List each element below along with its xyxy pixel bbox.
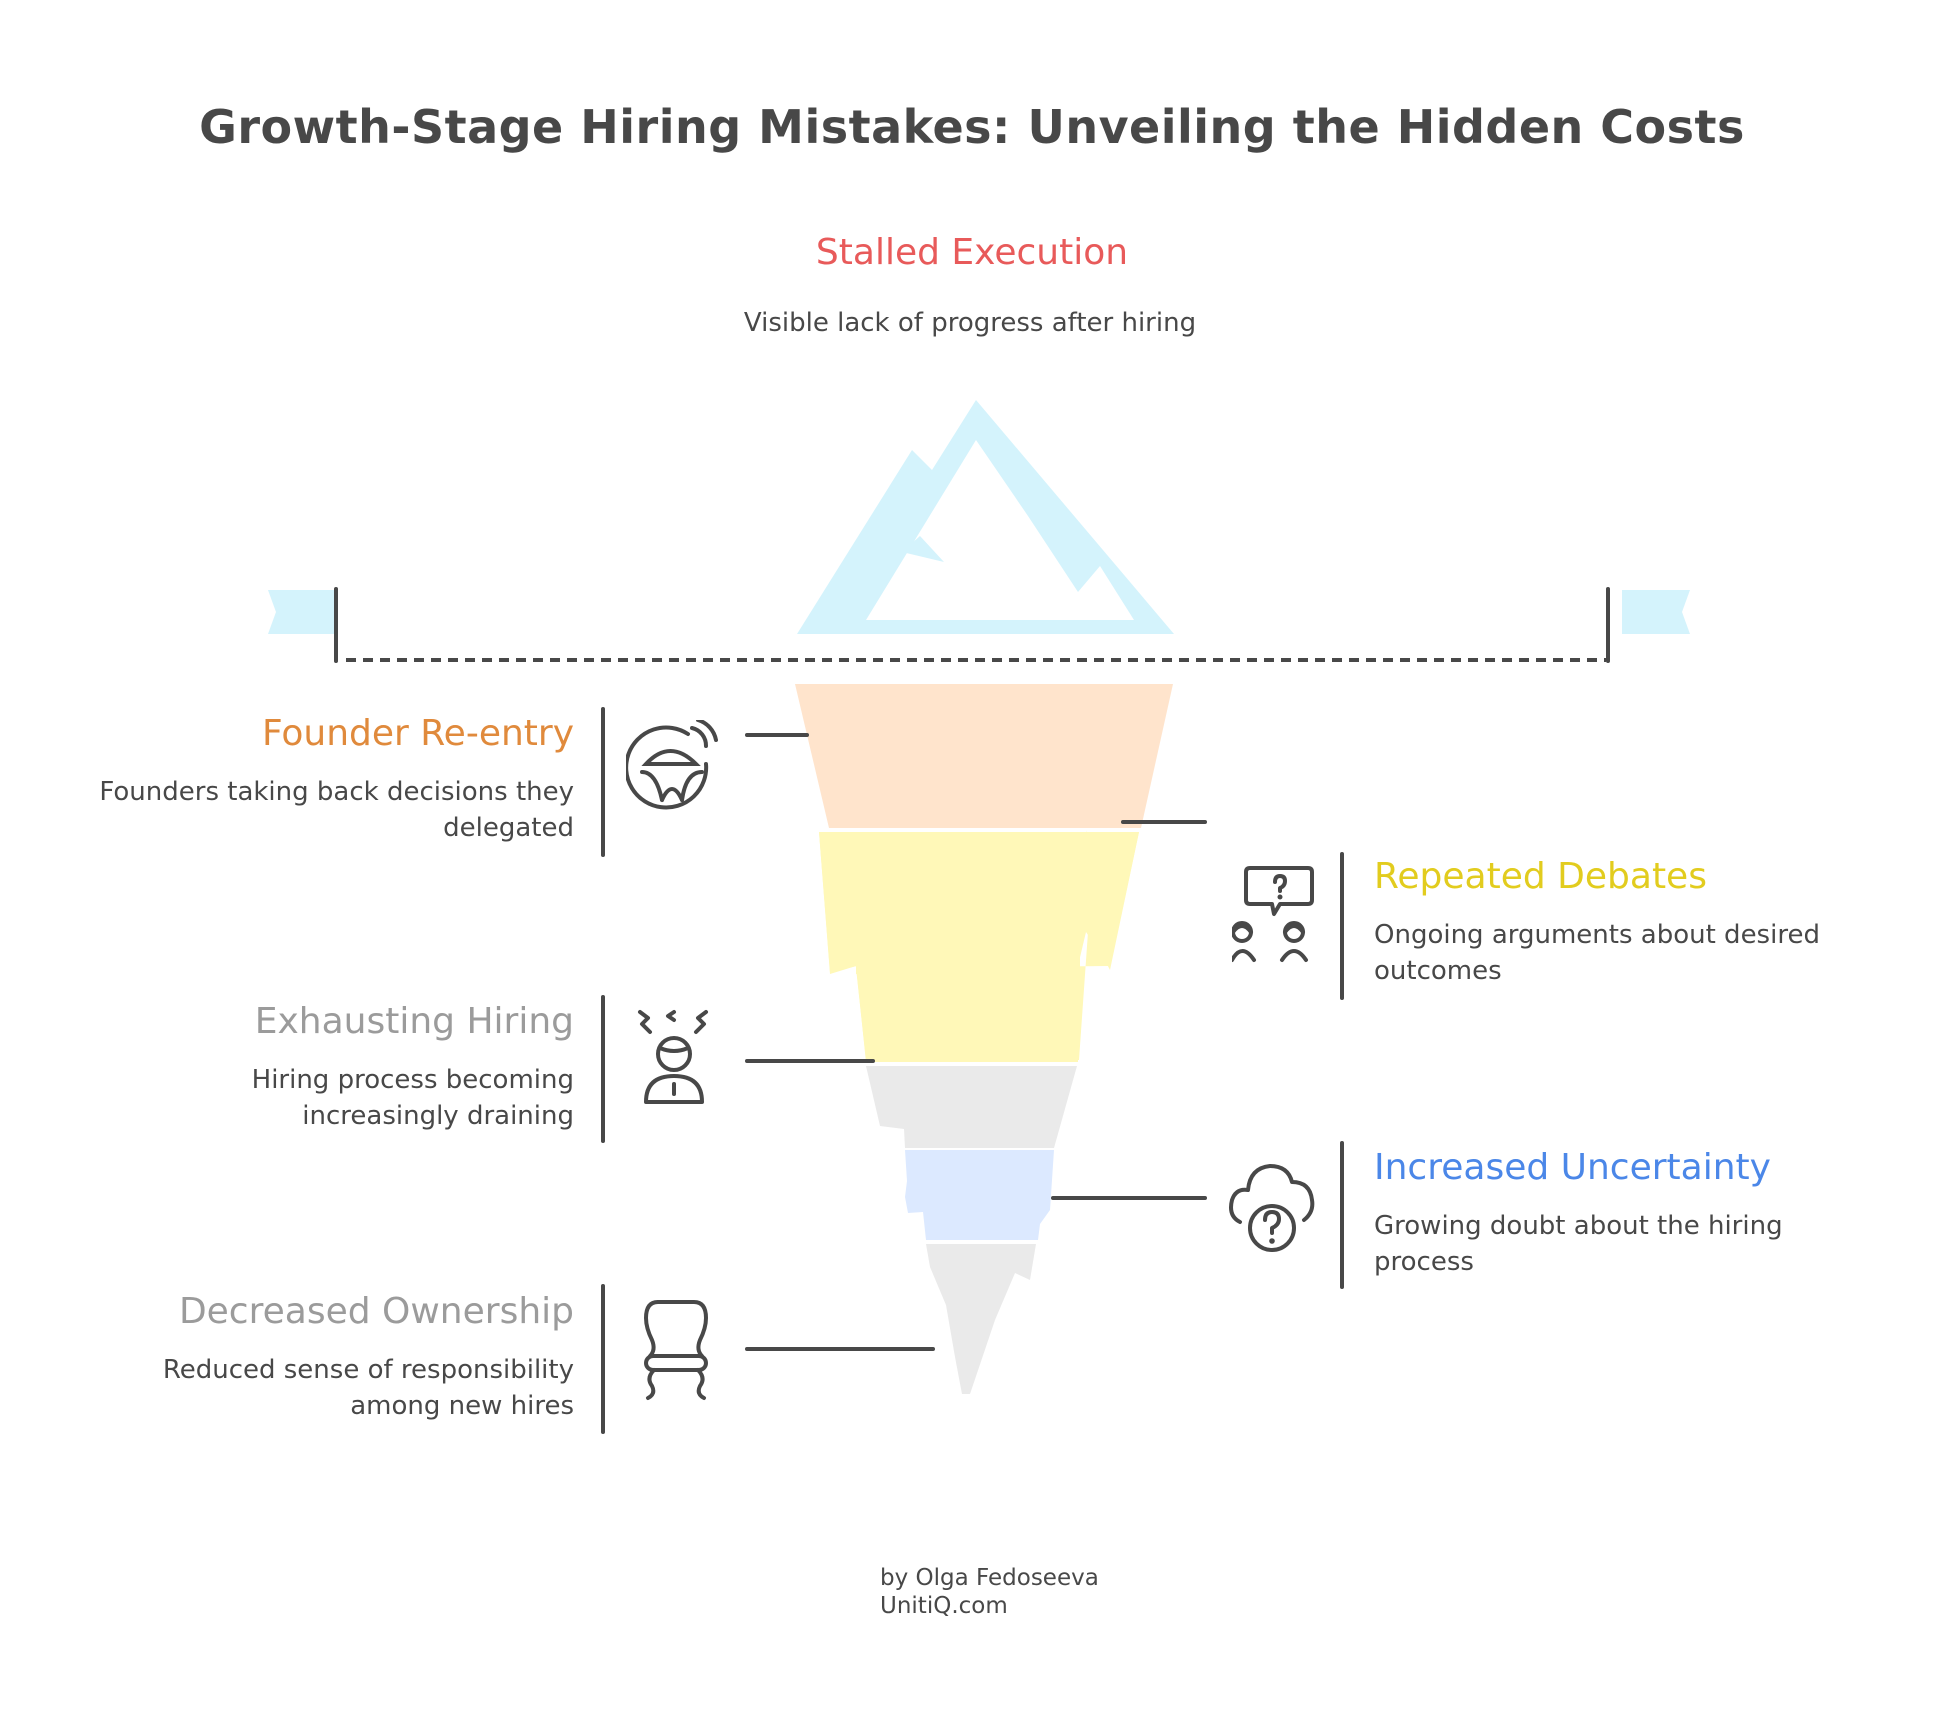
label-decreased-ownership: Decreased Ownership Reduced sense of res… xyxy=(94,1290,574,1424)
divider xyxy=(601,707,605,857)
label-increased-uncertainty: Increased Uncertainty Growing doubt abou… xyxy=(1374,1146,1854,1280)
divider xyxy=(1340,852,1344,1000)
cloud-question-icon xyxy=(1229,1164,1315,1252)
stressed-person-icon xyxy=(638,1010,708,1104)
layer-founder-reentry xyxy=(795,684,1173,828)
tip-description: Visible lack of progress after hiring xyxy=(743,308,1197,338)
layer-description: Founders taking back decisions they dele… xyxy=(99,777,574,843)
layer-decreased-ownership xyxy=(926,1244,1036,1394)
divider xyxy=(601,1284,605,1434)
layer-exhausting-hiring xyxy=(866,1066,1077,1148)
layer-description: Growing doubt about the hiring process xyxy=(1374,1211,1783,1277)
layer-heading: Founder Re-entry xyxy=(261,713,574,754)
layer-description: Ongoing arguments about desired outcomes xyxy=(1374,920,1820,986)
debate-people-icon xyxy=(1232,866,1314,962)
divider xyxy=(1340,1141,1344,1289)
footer-author: by Olga Fedoseeva xyxy=(880,1565,1099,1591)
layer-heading: Increased Uncertainty xyxy=(1374,1147,1771,1188)
divider xyxy=(601,995,605,1143)
layer-description: Reduced sense of responsibility among ne… xyxy=(162,1355,574,1421)
iceberg-tip-shape xyxy=(797,400,1174,634)
steering-wheel-icon xyxy=(626,720,718,810)
footer-site: UnitiQ.com xyxy=(880,1593,1008,1619)
layer-description: Hiring process becoming increasingly dra… xyxy=(251,1065,574,1131)
diagram-title: Growth-Stage Hiring Mistakes: Unveiling … xyxy=(199,100,1745,154)
label-repeated-debates: Repeated Debates Ongoing arguments about… xyxy=(1374,855,1854,989)
layer-heading: Exhausting Hiring xyxy=(254,1001,574,1042)
layer-increased-uncertainty xyxy=(905,1150,1054,1240)
label-exhausting-hiring: Exhausting Hiring Hiring process becomin… xyxy=(94,1000,574,1134)
label-founder-reentry: Founder Re-entry Founders taking back de… xyxy=(94,712,574,846)
layer-heading: Decreased Ownership xyxy=(178,1291,574,1332)
footer-credit: by Olga Fedoseeva UnitiQ.com xyxy=(880,1564,1099,1620)
tip-heading: Stalled Execution xyxy=(815,232,1129,273)
left-flag xyxy=(268,590,336,634)
layer-heading: Repeated Debates xyxy=(1374,856,1707,897)
right-flag xyxy=(1622,590,1690,634)
chair-icon xyxy=(644,1300,708,1400)
